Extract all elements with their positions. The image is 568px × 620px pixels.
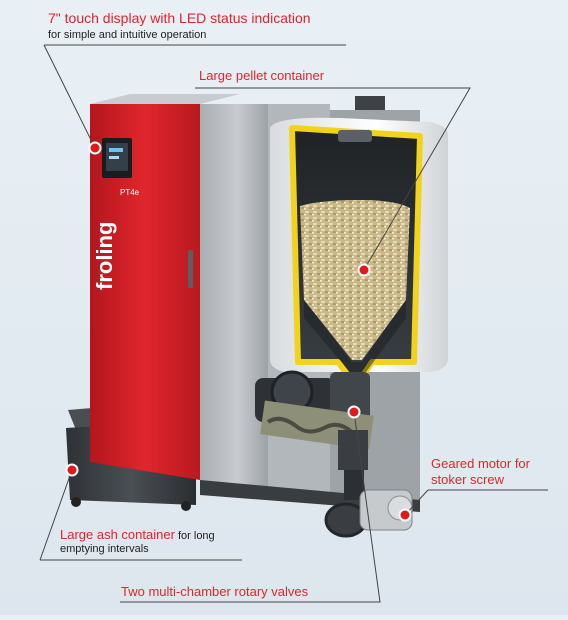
motor-callout-line1: Geared motor for [431,456,530,471]
ash-callout-title: Large ash container [60,527,175,542]
ash-callout-rest: for long [174,530,215,542]
ash-callout-line2: emptying intervals [60,543,149,555]
motor-callout-line2: stoker screw [431,472,504,487]
display-callout-title: 7" touch display with LED status indicat… [48,10,311,26]
pellet-callout-title: Large pellet container [199,68,325,83]
valves-callout-title: Two multi-chamber rotary valves [121,584,309,599]
brand-logo-text: froling [92,222,117,290]
display-callout-subtitle: for simple and intuitive operation [48,29,207,41]
ash-callout: Large ash container for long [60,527,215,542]
model-label: PT4e [120,188,140,197]
